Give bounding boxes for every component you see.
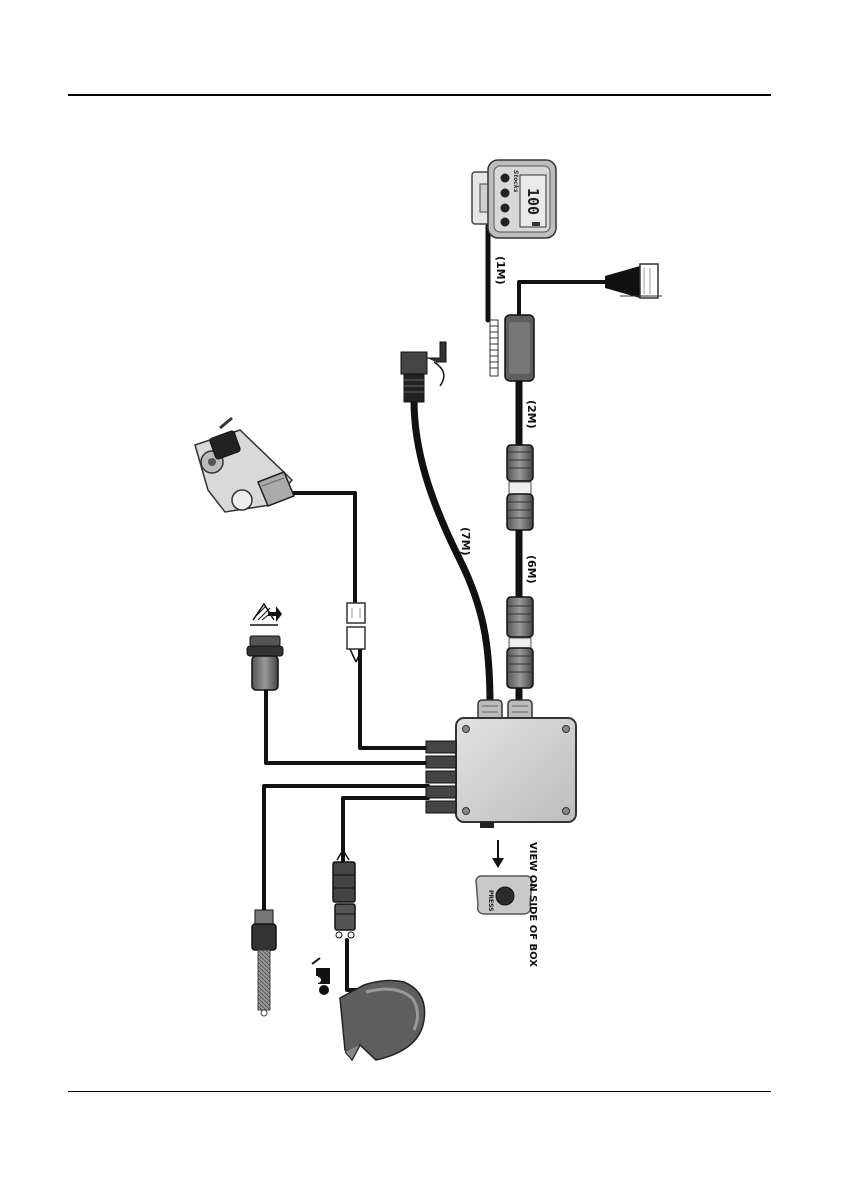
connector-upper — [507, 445, 533, 530]
cable-motion-lower — [347, 940, 362, 990]
display-brand: Stocks — [512, 170, 519, 193]
cable-sensor — [266, 690, 428, 763]
press-button-label: PRESS — [487, 890, 494, 912]
display-unit: 100 Stocks — [472, 160, 556, 238]
display-reading: 100 — [524, 188, 542, 215]
power-cable — [519, 282, 605, 320]
view-on-side-note: VIEW ON SIDE OF BOX — [527, 842, 538, 967]
temperature-probe — [252, 910, 276, 1016]
socket-plug — [401, 342, 446, 402]
cable-label-2m: (2M) — [525, 400, 538, 429]
cable-glands — [426, 741, 456, 813]
cable-label-1m: (1M) — [494, 256, 507, 285]
cables — [264, 226, 605, 990]
ecu-module — [490, 315, 534, 381]
power-plug — [605, 264, 662, 298]
box-side-view: PRESS VIEW ON SIDE OF BOX — [476, 840, 538, 967]
valve-plug-connector — [347, 603, 365, 662]
cable-motion — [343, 798, 428, 860]
junction-box — [426, 700, 576, 828]
connector-lower — [507, 597, 533, 688]
cable-label-6m: (6M) — [525, 555, 538, 584]
cable-7m — [414, 400, 490, 705]
cable-valve — [290, 493, 355, 605]
motion-sensor-connector — [333, 850, 355, 938]
cable-valve-lower — [360, 650, 428, 748]
speed-sensor — [340, 981, 425, 1060]
tractor-icon — [312, 958, 330, 995]
cable-label-7m: (7M) — [459, 527, 472, 556]
level-sensor — [247, 604, 283, 690]
flow-valve — [195, 418, 294, 512]
